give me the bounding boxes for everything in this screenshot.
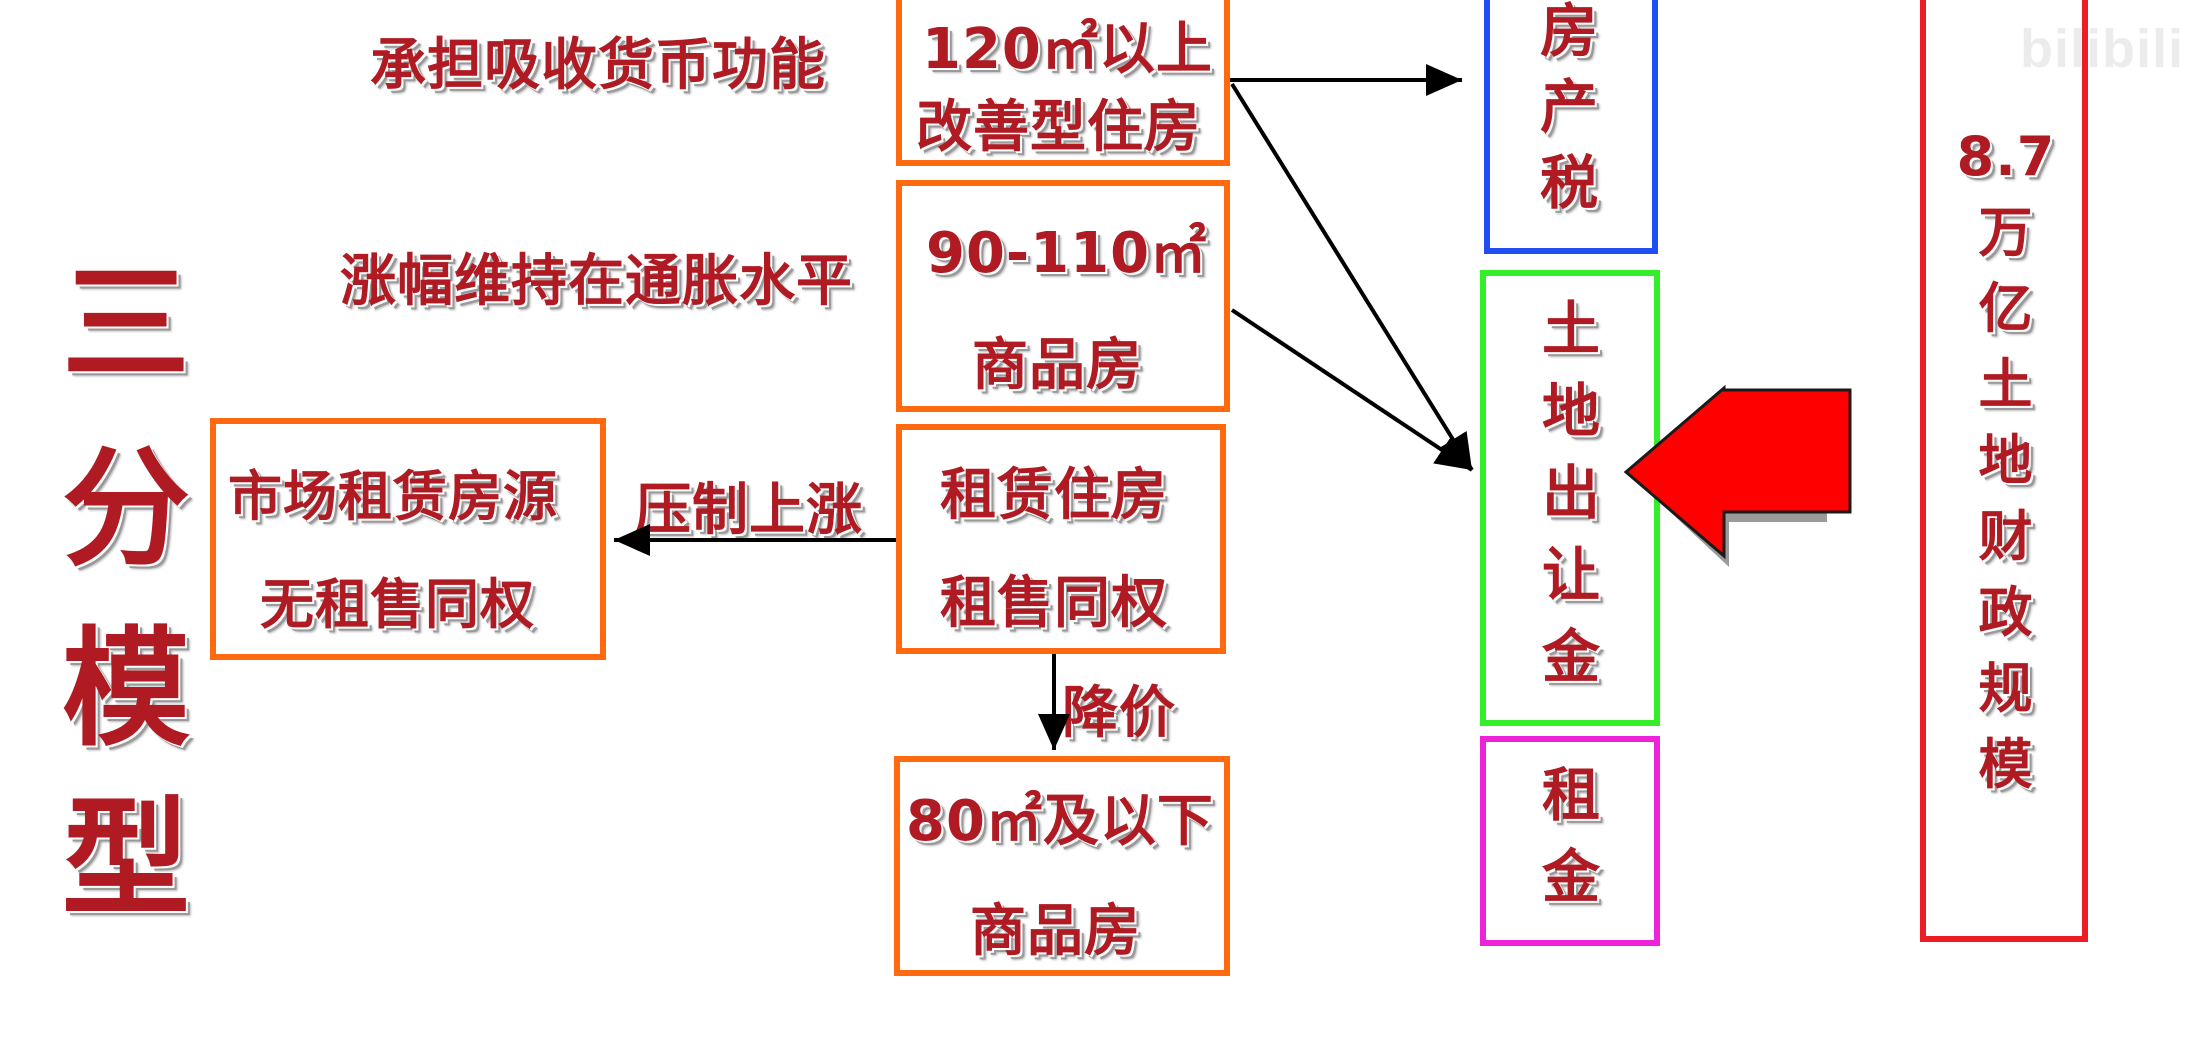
fiscal-scale-char: 政 — [1978, 581, 2034, 644]
label-price-cut: 降价 — [1062, 681, 1176, 746]
title-char-3: 模 — [62, 615, 192, 764]
rental-line1: 租赁住房 — [940, 463, 1168, 528]
rent-char: 租 — [1542, 761, 1602, 829]
land-transfer-char: 金 — [1542, 623, 1602, 691]
property-tax-char: 产 — [1540, 73, 1600, 141]
property-tax-box: 房 产 税 — [1484, 0, 1658, 254]
property-tax-char: 税 — [1540, 149, 1600, 217]
fiscal-scale-char: 万 — [1978, 201, 2034, 264]
fiscal-scale-text: 8.7 万 亿 土 地 财 政 规 模 — [1956, 130, 2056, 814]
arrow-improve-to-land — [1230, 82, 1474, 472]
fiscal-scale-number: 8.7 — [1956, 125, 2056, 188]
commercial-line1: 90-110㎡ — [926, 221, 1208, 286]
property-tax-text: 房 产 税 — [1540, 2, 1599, 230]
title-char-2: 分 — [62, 435, 192, 584]
fiscal-scale-char: 财 — [1978, 505, 2034, 568]
title-char-1: 三 — [62, 250, 192, 399]
rental-housing-box: 租赁住房 租售同权 — [896, 424, 1226, 654]
small-line1: 80㎡及以下 — [906, 789, 1214, 854]
fiscal-scale-char: 模 — [1978, 733, 2034, 796]
label-inflation-level: 涨幅维持在通胀水平 — [340, 249, 853, 314]
market-rental-line1: 市场租赁房源 — [228, 465, 558, 528]
improvement-line2: 改善型住房 — [916, 95, 1201, 160]
market-rental-line2: 无租售同权 — [260, 573, 535, 636]
improvement-housing-box: 120㎡以上 改善型住房 — [896, 0, 1230, 166]
fiscal-scale-char: 土 — [1978, 353, 2034, 416]
improvement-line1: 120㎡以上 — [922, 17, 1213, 82]
land-transfer-char: 出 — [1542, 459, 1602, 527]
rental-line2: 租售同权 — [940, 571, 1168, 636]
commercial-housing-box: 90-110㎡ 商品房 — [896, 180, 1230, 412]
rent-char: 金 — [1542, 843, 1602, 911]
fiscal-scale-char: 规 — [1978, 657, 2034, 720]
bilibili-watermark: bilibili — [2020, 19, 2184, 79]
land-transfer-char: 土 — [1542, 295, 1602, 363]
small-line2: 商品房 — [970, 899, 1141, 964]
fiscal-scale-char: 地 — [1978, 429, 2034, 492]
land-transfer-char: 地 — [1542, 377, 1602, 445]
rent-text: 租 金 — [1542, 766, 1601, 930]
small-housing-box: 80㎡及以下 商品房 — [894, 756, 1230, 976]
market-rental-box: 市场租赁房源 无租售同权 — [210, 418, 606, 660]
land-transfer-char: 让 — [1542, 541, 1602, 609]
label-absorb-currency: 承担吸收货币功能 — [370, 33, 826, 98]
arrow-commercial-to-land — [1230, 308, 1474, 472]
fiscal-scale-box: 8.7 万 亿 土 地 财 政 规 模 — [1920, 0, 2088, 942]
property-tax-char: 房 — [1540, 0, 1600, 65]
big-left-arrow — [1623, 384, 1852, 560]
rent-box: 租 金 — [1480, 736, 1660, 946]
commercial-line2: 商品房 — [972, 333, 1143, 398]
title-char-4: 型 — [62, 785, 192, 934]
land-transfer-text: 土 地 出 让 金 — [1542, 300, 1601, 710]
label-suppress-rise: 压制上涨 — [635, 478, 863, 543]
fiscal-scale-char: 亿 — [1978, 277, 2034, 340]
